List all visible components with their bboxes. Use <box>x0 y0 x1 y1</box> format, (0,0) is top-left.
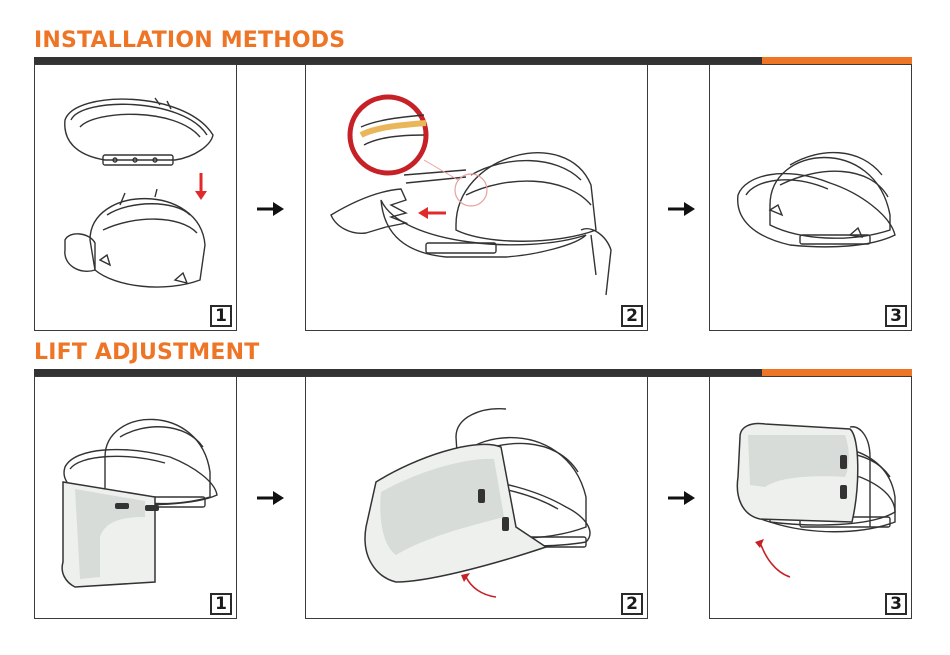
step-number-badge: 1 <box>210 593 232 615</box>
install-step-2-panel: 2 <box>305 64 648 331</box>
lift-arrow-icon <box>461 573 497 598</box>
step-number-badge: 3 <box>885 305 907 327</box>
lift-step-2-panel: 2 <box>305 376 648 619</box>
arrow-right-icon <box>668 491 695 505</box>
section-divider-bar <box>34 369 912 377</box>
arrow-right-icon <box>257 491 284 505</box>
visor-bracket-and-helmet-illustration <box>64 97 214 288</box>
section-title-lift-adjustment: LIFT ADJUSTMENT <box>34 340 260 365</box>
section-divider-bar <box>34 57 912 65</box>
down-arrow-icon <box>195 173 207 200</box>
lift-step-3-panel: 3 <box>709 376 912 619</box>
visor-down-illustration <box>61 418 218 588</box>
step-number-badge: 3 <box>885 593 907 615</box>
helmet-with-bracket-illustration <box>737 151 896 248</box>
install-step-3-panel: 3 <box>709 64 912 331</box>
lift-step-1-panel: 1 <box>34 376 237 619</box>
magnifier-icon <box>347 94 488 207</box>
visor-lifting-illustration <box>364 408 591 598</box>
visor-raised-illustration <box>736 422 896 578</box>
section-title-installation: INSTALLATION METHODS <box>34 28 346 53</box>
step-number-badge: 2 <box>621 593 643 615</box>
section-divider-accent <box>762 57 912 65</box>
step-number-badge: 2 <box>621 305 643 327</box>
step-number-badge: 1 <box>210 305 232 327</box>
bracket-attach-illustration <box>330 94 612 296</box>
arrow-right-icon <box>668 202 695 216</box>
arrow-right-icon <box>257 202 284 216</box>
left-arrow-icon <box>418 207 446 219</box>
section-divider-accent <box>762 369 912 377</box>
lift-arrow-icon <box>755 539 791 578</box>
install-step-1-panel: 1 <box>34 64 237 331</box>
